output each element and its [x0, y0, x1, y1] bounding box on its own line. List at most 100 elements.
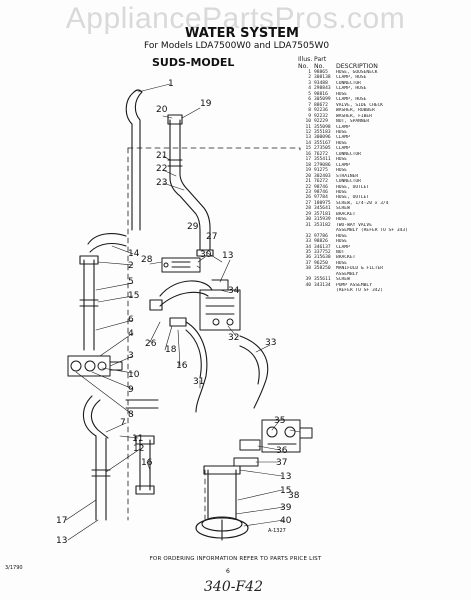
callout-number: 29 [187, 222, 199, 232]
center-line-top [127, 147, 301, 151]
part-number: 97784 [314, 195, 328, 201]
part-number: 97786 [314, 233, 328, 239]
callout-number: 17 [56, 516, 67, 526]
part-number: 355167 [314, 140, 331, 146]
callout-number: 22 [156, 164, 167, 174]
document-code: 3/1790 [5, 565, 23, 571]
part-number: 305099 [314, 97, 331, 103]
part-illus-no: 15 [305, 146, 311, 152]
part-number: 300096 [314, 135, 331, 141]
part-description: HOSE, GOOSENECK [336, 70, 378, 75]
part-number: 353182 [314, 222, 331, 228]
callout-number: 37 [276, 458, 287, 468]
part-description: SCREW, 1/4-20 x 3/4 [336, 200, 389, 206]
callout-number: 10 [128, 370, 140, 380]
part-description: NUT [336, 249, 345, 255]
outlet-hose [169, 317, 269, 413]
callout-number: 11 [132, 434, 143, 444]
part-illus-no: 12 [305, 129, 311, 135]
part-number: 98746 [314, 189, 328, 195]
part-illus-no: 22 [305, 184, 311, 190]
callout-number: 15 [128, 291, 139, 301]
part-illus-no: 32 [305, 233, 311, 239]
callout-number: 40 [280, 516, 292, 526]
callout-number: 36 [276, 446, 288, 456]
part-number: 91275 [314, 168, 328, 174]
part-number: 76272 [314, 179, 328, 185]
callout-number: 16 [141, 458, 153, 468]
part-illus-no: 36 [305, 255, 311, 261]
part-description: HOSE [336, 233, 348, 239]
callout-number: 38 [288, 491, 300, 501]
callout-number: 35 [274, 416, 285, 426]
manifold-filter-assembly [261, 419, 313, 453]
part-description: CONNECTOR [336, 179, 361, 185]
part-number: 92232 [314, 113, 328, 119]
callout-number: 18 [165, 345, 177, 355]
callout-number: 34 [228, 286, 240, 296]
callout-number: 5 [128, 277, 134, 287]
part-description: CONNECTOR [336, 151, 361, 157]
page-number: 6 [226, 568, 230, 575]
part-description: HOSE [336, 91, 348, 97]
part-description: ASSEMBLY [336, 271, 359, 277]
part-illus-no: 29 [305, 211, 311, 217]
parts-list-row: (REFER TO SF 342) [298, 288, 468, 293]
part-number: 302403 [314, 173, 331, 179]
part-illus-no: 35 [305, 249, 311, 255]
part-illus-no: 10 [305, 119, 311, 125]
handwritten-note: 340-F42 [204, 579, 263, 595]
part-description: HOSE [336, 157, 348, 163]
part-illus-no: 13 [305, 135, 311, 141]
part-number: 98816 [314, 91, 328, 97]
part-illus-no: 4 [308, 86, 311, 92]
callout-number: 32 [228, 333, 239, 343]
part-number: 345641 [314, 206, 331, 212]
parts-list-header-row-1: Illus. Part [298, 56, 468, 63]
part-description: WASHER, RUBBER [336, 108, 375, 114]
part-description: CLAMP, HOSE [336, 86, 367, 92]
part-number: 298843 [314, 86, 331, 92]
callout-number: 14 [128, 249, 140, 259]
part-number: 92236 [314, 108, 328, 114]
part-description: HOSE, OUTLET [336, 184, 370, 190]
callout-number: 7 [120, 418, 126, 428]
part-description: HOSE [336, 129, 348, 135]
part-description: SCREW [336, 277, 350, 283]
part-illus-no: 11 [305, 124, 311, 130]
part-description: MANIFOLD & FILTER [336, 266, 384, 272]
part-description: CLAMP [336, 244, 350, 250]
part-description: HOSE [336, 168, 348, 174]
callout-number: 19 [200, 99, 212, 109]
part-illus-no: 19 [305, 168, 311, 174]
part-number: 315630 [314, 255, 331, 261]
part-number: 76272 [314, 151, 328, 157]
part-illus-no: 7 [308, 102, 311, 108]
header-part-no: No. [314, 63, 325, 70]
part-number: 180975 [314, 200, 331, 206]
callout-number: 12 [133, 444, 144, 454]
part-number: 346137 [314, 244, 331, 250]
callout-number: 15 [280, 486, 291, 496]
callout-number: 3 [128, 351, 134, 361]
